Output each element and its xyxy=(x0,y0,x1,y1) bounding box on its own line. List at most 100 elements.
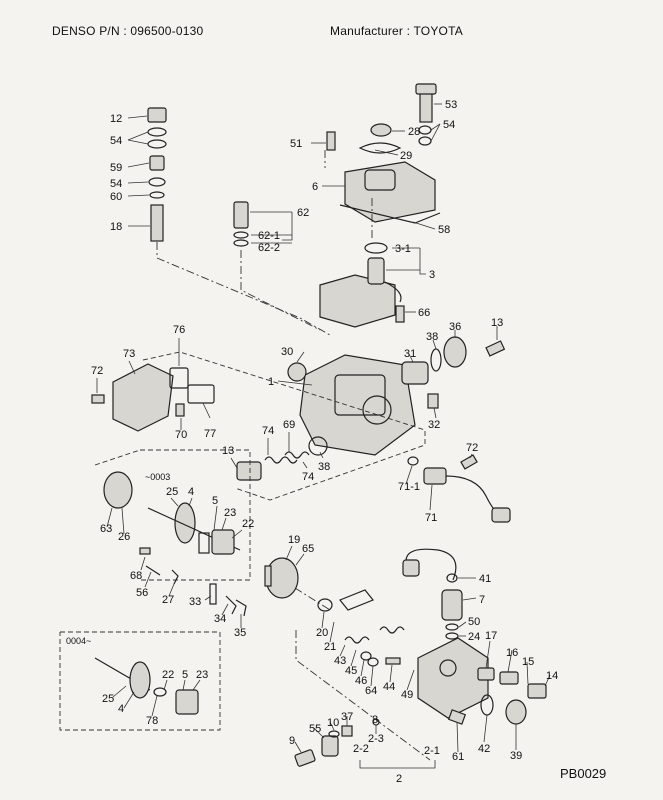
callout-15: 15 xyxy=(522,656,534,668)
part-group-bracket xyxy=(91,351,426,501)
callout-63: 63 xyxy=(100,523,112,535)
callout-64: 64 xyxy=(365,685,377,697)
callout-74: 74 xyxy=(302,471,314,483)
manufacturer: Manufacturer : TOYOTA xyxy=(330,24,463,38)
callout-54: 54 xyxy=(110,178,122,190)
callout-65: 65 xyxy=(302,543,314,555)
callout-71-1: 71-1 xyxy=(398,481,420,493)
part-group-roller xyxy=(264,557,431,761)
part-group-feed-pump-0004 xyxy=(59,631,221,731)
callout-3-1: 3-1 xyxy=(395,243,411,255)
part-group-solenoid xyxy=(402,548,463,640)
part-group-bottom xyxy=(294,718,436,769)
callout-35: 35 xyxy=(234,627,246,639)
part-group-sensor-71 xyxy=(407,454,511,523)
callout-1: 1 xyxy=(268,376,274,388)
callout-68: 68 xyxy=(130,570,142,582)
callout-45: 45 xyxy=(345,665,357,677)
callout-2: 2 xyxy=(396,773,402,785)
callout-66: 66 xyxy=(418,307,430,319)
callout-2-1: 2-1 xyxy=(424,745,440,757)
callout-70: 70 xyxy=(175,429,187,441)
callout-25: 25 xyxy=(166,486,178,498)
callout-7: 7 xyxy=(479,594,485,606)
callout-44: 44 xyxy=(383,681,395,693)
callout-78: 78 xyxy=(146,715,158,727)
callout-43: 43 xyxy=(334,655,346,667)
callout-23: 23 xyxy=(196,669,208,681)
callout-77: 77 xyxy=(204,428,216,440)
callout-4: 4 xyxy=(188,486,194,498)
part-group-small-pins xyxy=(139,547,247,617)
callout-24: 24 xyxy=(468,631,480,643)
callout-54: 54 xyxy=(110,135,122,147)
callout-62-1: 62-1 xyxy=(258,230,280,242)
callout-19: 19 xyxy=(288,534,300,546)
callout-serial-0004: 0004~ xyxy=(66,636,91,646)
callout-37: 37 xyxy=(341,711,353,723)
callout-56: 56 xyxy=(136,587,148,599)
callout-36: 36 xyxy=(449,321,461,333)
callout-10: 10 xyxy=(327,717,339,729)
callout-13: 13 xyxy=(491,317,503,329)
callout-46: 46 xyxy=(355,675,367,687)
callout-51: 51 xyxy=(290,138,302,150)
part-group-top-cover xyxy=(324,83,441,240)
callout-38: 38 xyxy=(426,331,438,343)
callout-5: 5 xyxy=(182,669,188,681)
callout-20: 20 xyxy=(316,627,328,639)
callout-25: 25 xyxy=(102,693,114,705)
callout-30: 30 xyxy=(281,346,293,358)
callout-41: 41 xyxy=(479,573,491,585)
part-group-62-3 xyxy=(233,201,405,331)
callout-18: 18 xyxy=(110,221,122,233)
callout-60: 60 xyxy=(110,191,122,203)
callout-2-3: 2-3 xyxy=(368,733,384,745)
callout-39: 39 xyxy=(510,750,522,762)
callout-26: 26 xyxy=(118,531,130,543)
callout-55: 55 xyxy=(309,723,321,735)
callout-33: 33 xyxy=(189,596,201,608)
callout-73: 73 xyxy=(123,348,135,360)
callout-59: 59 xyxy=(110,162,122,174)
callout-50: 50 xyxy=(468,616,480,628)
part-group-main-housing xyxy=(287,336,506,456)
callout-34: 34 xyxy=(214,613,226,625)
callout-22: 22 xyxy=(162,669,174,681)
callout-69: 69 xyxy=(283,419,295,431)
callout-22: 22 xyxy=(242,518,254,530)
callout-2-2: 2-2 xyxy=(353,743,369,755)
callout-27: 27 xyxy=(162,594,174,606)
callout-76: 76 xyxy=(173,324,185,336)
diagram-code: PB0029 xyxy=(560,766,607,781)
callout-53: 53 xyxy=(445,99,457,111)
callout-labels: 12 54 59 54 60 18 53 28 54 51 29 6 58 62… xyxy=(66,99,558,785)
callout-16: 16 xyxy=(506,647,518,659)
callout-6: 6 xyxy=(312,181,318,193)
callout-3: 3 xyxy=(429,269,435,281)
callout-61: 61 xyxy=(452,751,464,763)
callout-8: 8 xyxy=(372,714,378,726)
callout-17: 17 xyxy=(485,630,497,642)
callout-14: 14 xyxy=(546,670,558,682)
callout-38: 38 xyxy=(318,461,330,473)
callout-72: 72 xyxy=(466,442,478,454)
callout-28: 28 xyxy=(408,126,420,138)
callout-58: 58 xyxy=(438,224,450,236)
callout-74: 74 xyxy=(262,425,274,437)
callout-13: 13 xyxy=(222,445,234,457)
callout-49: 49 xyxy=(401,689,413,701)
callout-5: 5 xyxy=(212,495,218,507)
callout-23: 23 xyxy=(224,507,236,519)
callout-9: 9 xyxy=(289,735,295,747)
part-group-feed-pump xyxy=(94,449,251,581)
callout-32: 32 xyxy=(428,419,440,431)
part-group-left-column xyxy=(147,107,331,336)
callout-4: 4 xyxy=(118,703,124,715)
callout-31: 31 xyxy=(404,348,416,360)
callout-12: 12 xyxy=(110,113,122,125)
callout-29: 29 xyxy=(400,150,412,162)
callout-21: 21 xyxy=(324,641,336,653)
denso-part-number: DENSO P/N : 096500-0130 xyxy=(52,24,204,38)
